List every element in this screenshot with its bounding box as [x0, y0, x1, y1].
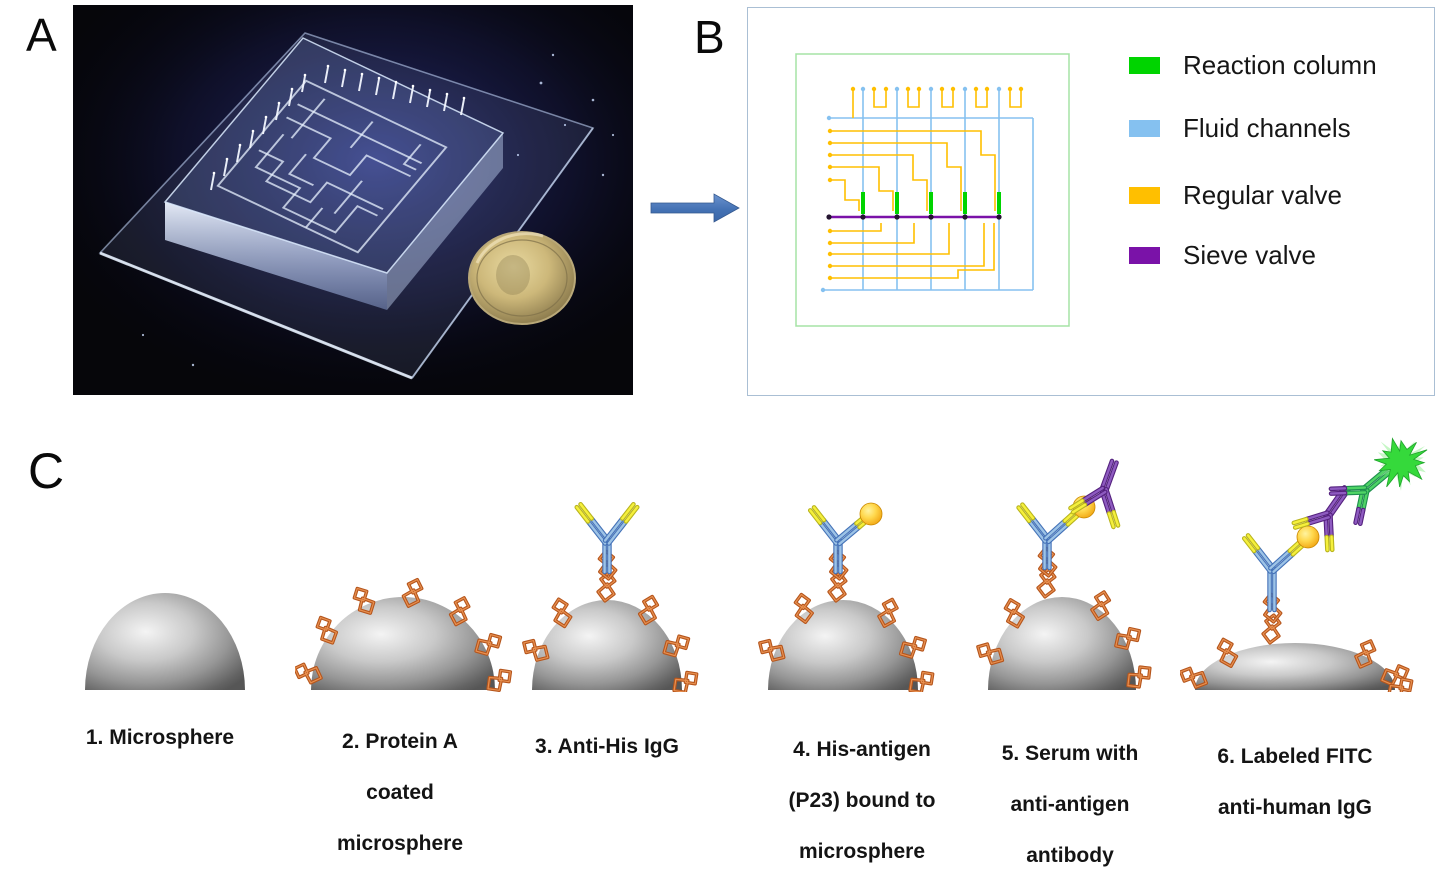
legend-row: Reaction column — [1129, 50, 1377, 80]
legend-swatch-sieve-valve — [1129, 246, 1160, 264]
microsphere-scene-art — [522, 501, 699, 694]
right-arrow-icon — [650, 193, 740, 223]
chip-top-face — [163, 37, 505, 274]
legend-label: Fluid channels — [1183, 112, 1351, 143]
microsphere-scene-art — [758, 502, 935, 694]
panel-c-label: C — [28, 443, 65, 499]
step-4-illustration — [730, 430, 960, 694]
legend-label: Regular valve — [1183, 179, 1342, 210]
microsphere-scene-art — [1179, 437, 1428, 701]
microsphere-scene-art — [976, 458, 1152, 690]
microsphere-scene-art — [85, 593, 245, 690]
chip-channels — [216, 79, 448, 254]
step-1-illustration — [55, 430, 275, 692]
chip-front-face — [165, 202, 387, 310]
step-3-illustration — [495, 430, 725, 694]
chip-photo-art — [73, 5, 633, 395]
legend-row: Sieve valve — [1129, 240, 1316, 270]
legend-label: Reaction column — [1183, 49, 1377, 80]
chip-schematic — [795, 53, 1070, 327]
panel-a-label: A — [26, 9, 57, 61]
chip-photo — [73, 5, 633, 395]
coin — [468, 231, 576, 325]
step-1-label: 1. Microsphere — [85, 726, 235, 749]
inlet-pins — [210, 64, 466, 191]
microsphere-scene-art — [293, 577, 513, 692]
arrow-a-to-b — [648, 190, 743, 226]
panel-b-label: B — [694, 11, 725, 63]
step-6-illustration — [1179, 430, 1440, 701]
legend-swatch-fluid-channels — [1129, 119, 1160, 137]
chip-schematic-panel: Reaction column Fluid channels Regular v… — [747, 7, 1435, 396]
legend-swatch-regular-valve — [1129, 186, 1160, 204]
step-2-illustration — [293, 430, 515, 692]
legend-swatch-reaction-column — [1129, 56, 1160, 74]
legend-row: Regular valve — [1129, 180, 1342, 210]
legend-label: Sieve valve — [1183, 239, 1316, 270]
step-3-label: 3. Anti-His IgG — [535, 735, 679, 758]
legend-row: Fluid channels — [1129, 113, 1351, 143]
step-5-illustration — [950, 430, 1180, 692]
